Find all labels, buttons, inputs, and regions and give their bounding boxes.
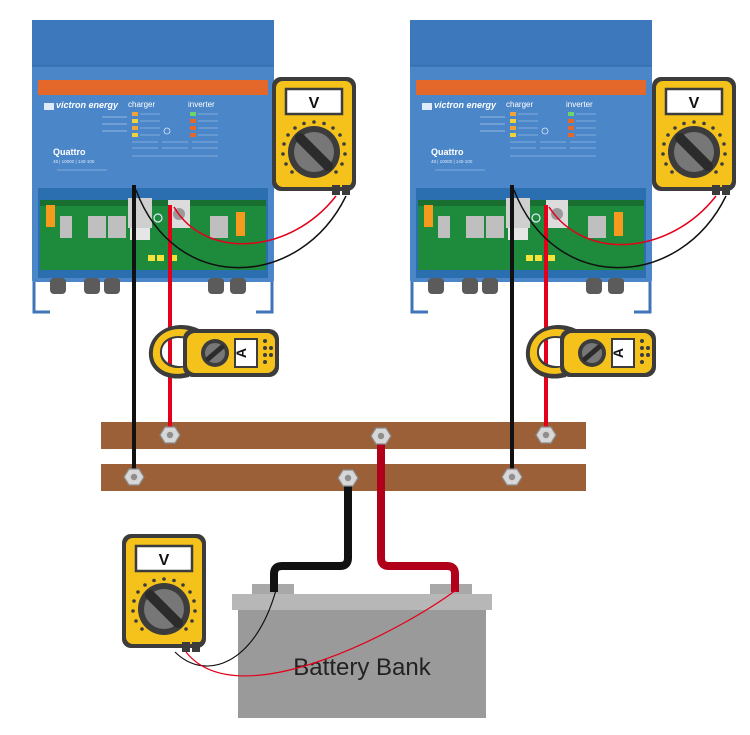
- inverter-2-brand: victron energy: [434, 100, 497, 110]
- inverter-1-brand: victron energy: [56, 100, 119, 110]
- positive-busbar: [101, 422, 586, 449]
- voltmeter-3-label: V: [159, 552, 170, 569]
- battery-negative-cable: [270, 478, 352, 592]
- inverter-1-inverter-heading: inverter: [188, 100, 215, 109]
- voltmeter-2-black-lead: [513, 189, 727, 269]
- voltmeter-2-red-lead: [548, 195, 717, 246]
- voltmeter-2-label: V: [689, 95, 700, 112]
- busbar-nut: [535, 426, 557, 444]
- busbar-nut: [123, 468, 145, 486]
- voltmeter-1-black-lead: [135, 189, 347, 269]
- clamp-meter-2-label: A: [610, 348, 626, 358]
- inverter-2-model: Quattro: [431, 147, 464, 157]
- inverter-1-charger-heading: charger: [128, 100, 155, 109]
- clamp-meter-1-label: A: [233, 348, 249, 358]
- voltmeter-1-red-lead: [173, 195, 337, 245]
- inverter-2-inverter-heading: inverter: [566, 100, 593, 109]
- inverter-1-model: Quattro: [53, 147, 86, 157]
- battery-bank: [232, 584, 492, 718]
- inverter-2-charger-heading: charger: [506, 100, 533, 109]
- busbar-nut: [501, 468, 523, 486]
- busbar-nut: [337, 469, 359, 487]
- busbar-nut: [370, 427, 392, 445]
- voltmeter-1-label: V: [309, 95, 320, 112]
- inverter-1-spec: 48 | 10000 | 140-100: [53, 159, 95, 164]
- battery-label: Battery Bank: [293, 654, 431, 681]
- battery-positive-cable: [377, 438, 459, 592]
- voltmeter-3-red-lead: [185, 589, 457, 677]
- voltmeter-3-black-lead: [174, 589, 277, 667]
- busbar-nut: [159, 426, 181, 444]
- inverter-2-spec: 48 | 10000 | 140-100: [431, 159, 473, 164]
